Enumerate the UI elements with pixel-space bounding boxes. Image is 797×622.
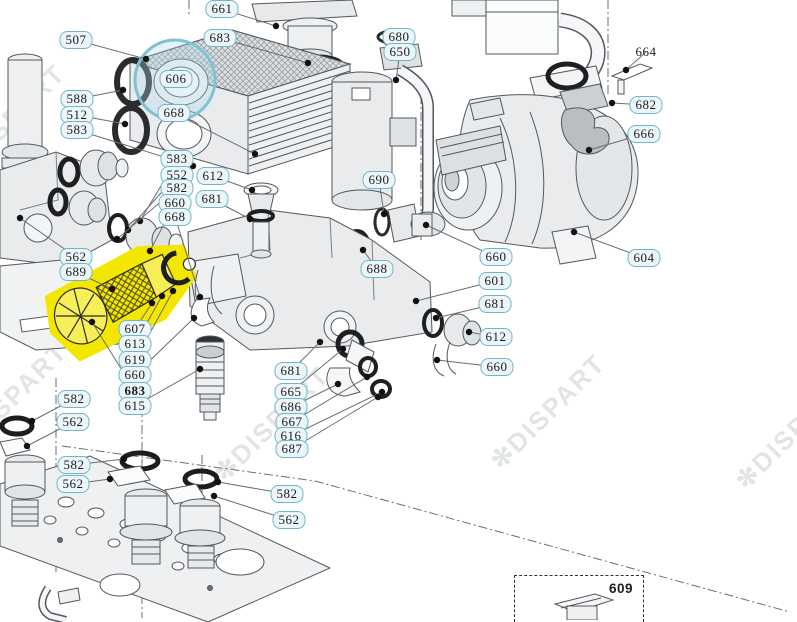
leader-dot	[190, 314, 198, 322]
leader-dot	[272, 22, 280, 30]
leader-dot	[433, 356, 441, 364]
leader-dot	[465, 328, 473, 336]
leader-dot	[304, 59, 312, 67]
part-label-604[interactable]: 604	[627, 249, 661, 267]
leader-dot	[316, 338, 324, 346]
leader-dot	[334, 380, 342, 388]
leader-dot	[142, 55, 150, 63]
leader-dot	[422, 221, 430, 229]
leader-dot	[251, 150, 259, 158]
leader-dot	[23, 442, 31, 450]
leader-dot	[158, 292, 166, 300]
leader-dot	[120, 455, 128, 463]
part-label-507[interactable]: 507	[59, 31, 93, 49]
part-label-606[interactable]: 606	[159, 70, 193, 88]
leader-dot	[108, 285, 116, 293]
part-label-687[interactable]: 687	[275, 440, 309, 458]
highlighted-part-683	[44, 244, 197, 362]
part-label-661[interactable]: 661	[205, 0, 239, 18]
leader-dot	[148, 299, 156, 307]
part-label-588[interactable]: 588	[60, 90, 94, 108]
part-label-660[interactable]: 660	[480, 358, 514, 376]
inset-box-609	[514, 575, 644, 622]
leader-dot	[380, 210, 388, 218]
leader-dot	[16, 214, 24, 222]
part-label-681[interactable]: 681	[478, 295, 512, 313]
part-label-683[interactable]: 683	[118, 382, 152, 400]
leader-dot	[622, 66, 630, 74]
part-label-660[interactable]: 660	[158, 194, 192, 212]
leader-dot	[363, 373, 371, 381]
part-label-562[interactable]: 562	[59, 248, 93, 266]
leader-dot	[339, 345, 347, 353]
part-label-688[interactable]: 688	[360, 260, 394, 278]
part-label-582[interactable]: 582	[57, 390, 91, 408]
leader-dot	[113, 235, 121, 243]
part-label-668[interactable]: 668	[157, 104, 191, 122]
part-label-681[interactable]: 681	[195, 190, 229, 208]
part-label-562[interactable]: 562	[56, 475, 90, 493]
leader-dot	[248, 186, 256, 194]
leader-dot	[106, 475, 114, 483]
part-label-664[interactable]: 664	[635, 44, 657, 59]
leader-dot	[28, 417, 36, 425]
leader-dot	[246, 215, 254, 223]
leader-dot	[392, 76, 400, 84]
part-label-562[interactable]: 562	[56, 413, 90, 431]
leader-dot	[378, 388, 386, 396]
part-label-690[interactable]: 690	[362, 171, 396, 189]
part-label-582[interactable]: 582	[270, 485, 304, 503]
part-label-686[interactable]: 686	[274, 398, 308, 416]
leader-dot	[210, 492, 218, 500]
part-label-668[interactable]: 668	[158, 208, 192, 226]
part-label-615[interactable]: 615	[118, 397, 152, 415]
leader-dot	[570, 228, 578, 236]
part-label-666[interactable]: 666	[627, 125, 661, 143]
heat-exchanger-drawing	[112, 29, 352, 175]
part-label-683[interactable]: 683	[203, 29, 237, 47]
leader-dot	[121, 120, 129, 128]
part-label-681[interactable]: 681	[274, 362, 308, 380]
part-label-583[interactable]: 583	[60, 121, 94, 139]
part-label-612[interactable]: 612	[196, 167, 230, 185]
leader-dot	[146, 247, 154, 255]
left-valve-group-drawing	[0, 53, 184, 351]
part-label-682[interactable]: 682	[629, 96, 663, 114]
part-label-609[interactable]: 609	[608, 581, 634, 596]
part-label-660[interactable]: 660	[479, 248, 513, 266]
leader-dot	[88, 318, 96, 326]
leader-dot	[412, 297, 420, 305]
leader-dot	[359, 246, 367, 254]
leader-dot	[608, 99, 616, 107]
filter-cartridge-drawing	[190, 265, 225, 421]
part-label-562[interactable]: 562	[272, 511, 306, 529]
part-label-582[interactable]: 582	[57, 456, 91, 474]
leader-dot	[136, 217, 144, 225]
leader-dot	[585, 146, 593, 154]
leader-dot	[374, 393, 382, 401]
leader-dot	[214, 478, 222, 486]
leader-dot	[196, 293, 204, 301]
part-label-583[interactable]: 583	[160, 150, 194, 168]
part-label-650[interactable]: 650	[383, 43, 417, 61]
leader-dot	[169, 287, 177, 295]
leader-dot	[119, 86, 127, 94]
leader-dot	[432, 314, 440, 322]
part-label-601[interactable]: 601	[478, 272, 512, 290]
part-label-612[interactable]: 612	[479, 328, 513, 346]
manifold-plate-drawing	[0, 415, 332, 622]
part-label-689[interactable]: 689	[59, 263, 93, 281]
part-label-582[interactable]: 582	[160, 179, 194, 197]
leader-dot	[196, 365, 204, 373]
